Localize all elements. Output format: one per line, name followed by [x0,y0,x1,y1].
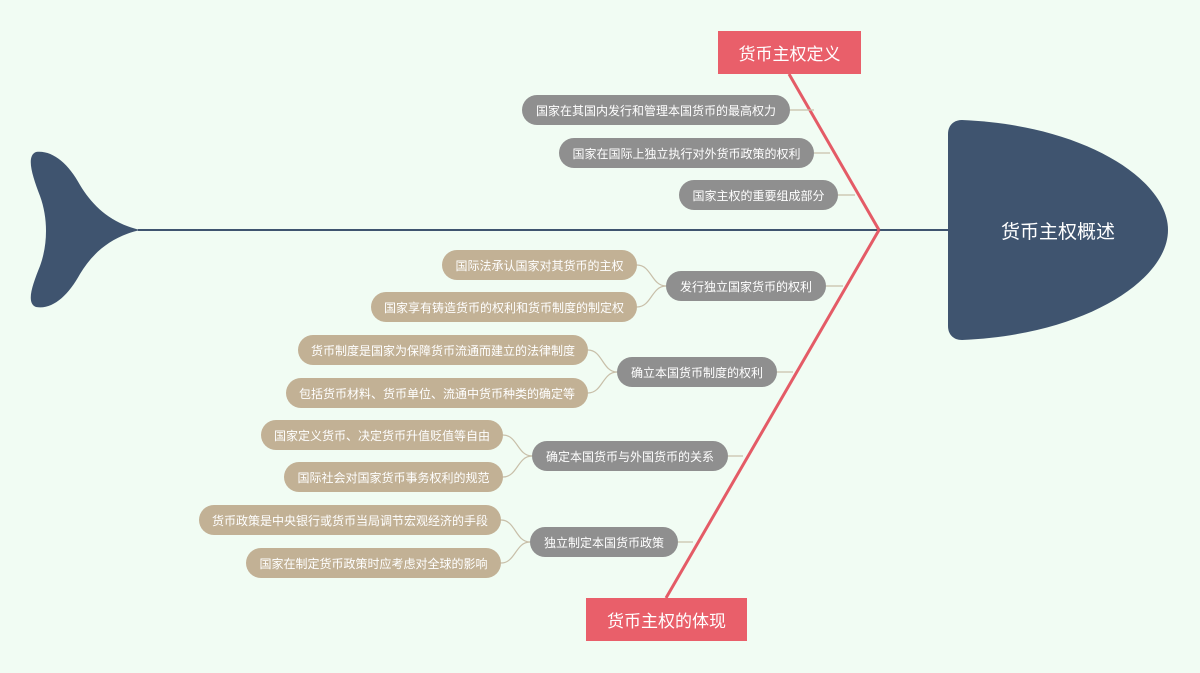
definition-item[interactable]: 国家在国际上独立执行对外货币政策的权利 [559,138,814,168]
bone-top [787,73,881,231]
bone-bottom [664,229,881,599]
manifestation-detail[interactable]: 国家在制定货币政策时应考虑对全球的影响 [246,548,501,578]
manifestation-detail[interactable]: 货币制度是国家为保障货币流通而建立的法律制度 [298,335,588,365]
manifestation-item[interactable]: 确定本国货币与外国货币的关系 [532,441,728,471]
fish-head [948,120,1168,340]
connector-curve [502,434,533,457]
category-definition[interactable]: 货币主权定义 [718,31,861,74]
manifestation-detail[interactable]: 国际社会对国家货币事务权利的规范 [284,462,503,492]
connector-curve [587,349,618,373]
connector-curve [636,285,667,308]
connector-curve [636,264,667,287]
central-topic[interactable]: 货币主权概述 [1001,221,1116,243]
manifestation-detail[interactable]: 国家定义货币、决定货币升值贬值等自由 [261,420,503,450]
definition-item[interactable]: 国家主权的重要组成部分 [679,180,838,210]
definition-item[interactable]: 国家在其国内发行和管理本国货币的最高权力 [522,95,790,125]
manifestation-detail[interactable]: 国家享有铸造货币的权利和货币制度的制定权 [371,292,637,322]
manifestation-detail[interactable]: 货币政策是中央银行或货币当局调节宏观经济的手段 [199,505,501,535]
manifestation-item[interactable]: 独立制定本国货币政策 [530,527,678,557]
manifestation-item[interactable]: 确立本国货币制度的权利 [617,357,777,387]
manifestation-detail[interactable]: 包括货币材料、货币单位、流通中货币种类的确定等 [286,378,588,408]
connector-curve [500,541,531,564]
fish-tail [30,151,140,308]
connector-curve [587,371,618,394]
manifestation-item[interactable]: 发行独立国家货币的权利 [666,271,826,301]
connector-curve [502,455,533,478]
connector-curve [500,519,531,543]
manifestation-detail[interactable]: 国际法承认国家对其货币的主权 [442,250,637,280]
category-manifestation[interactable]: 货币主权的体现 [586,598,747,641]
